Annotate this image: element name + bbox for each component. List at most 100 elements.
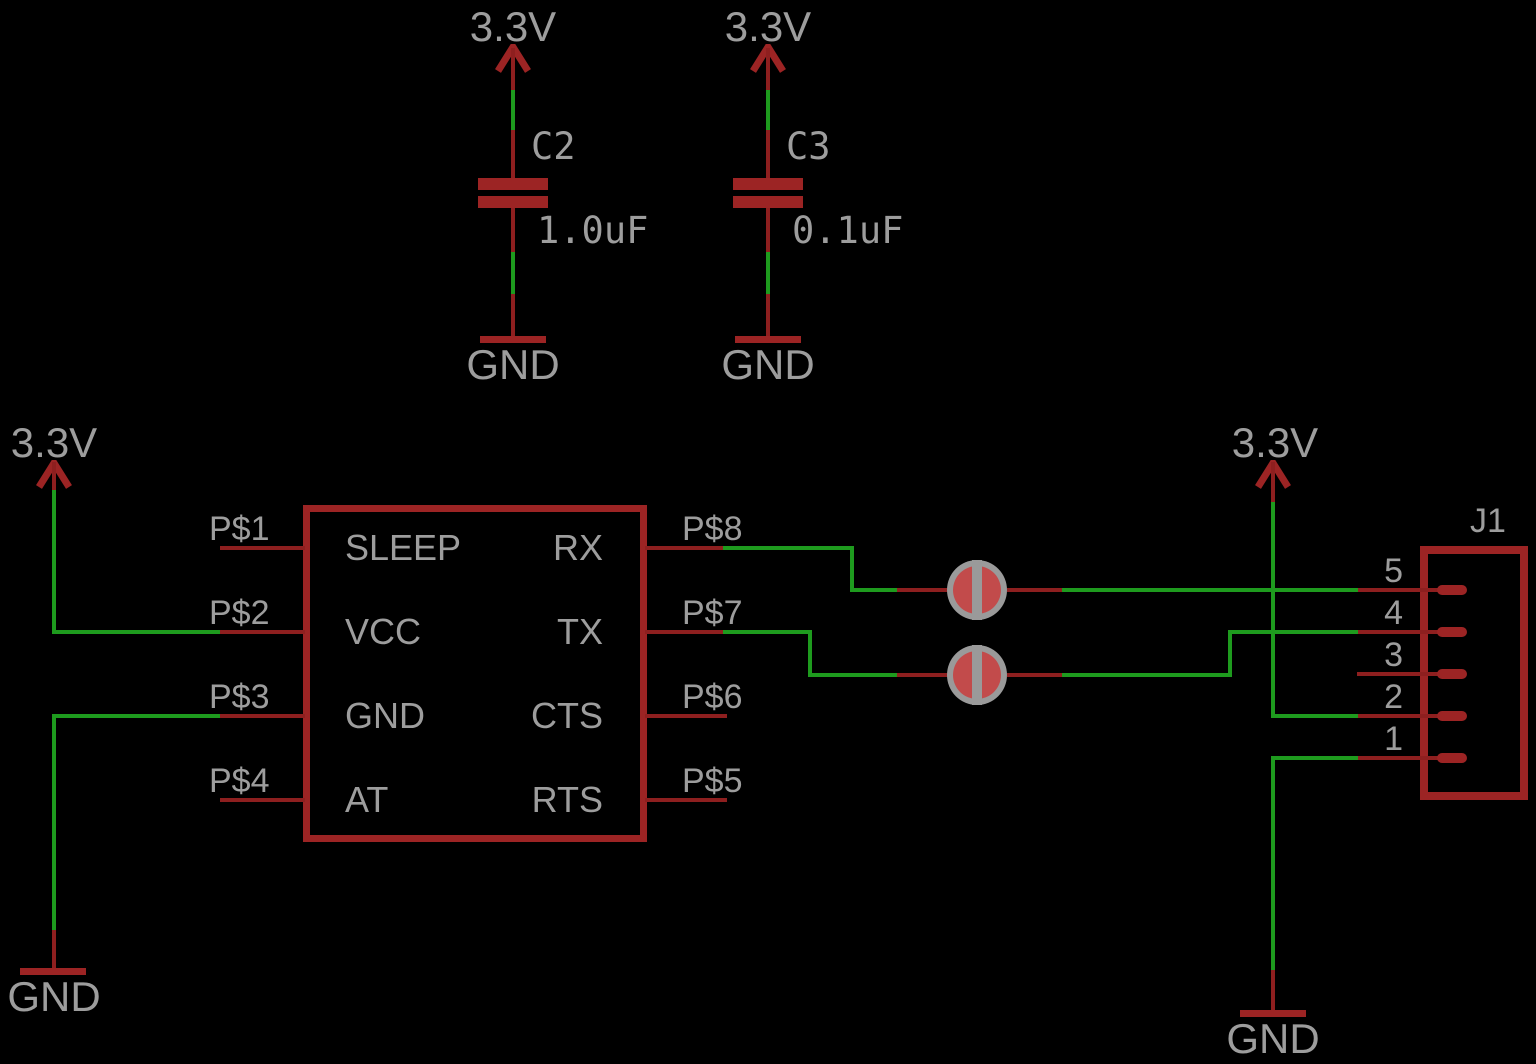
cap-refdes: C3	[786, 125, 831, 168]
net-wire-tx[interactable]	[1228, 630, 1232, 677]
net-label-gnd: GND	[1226, 1015, 1320, 1062]
gnd-pin-wire[interactable]	[511, 294, 515, 336]
net-wire-vcc[interactable]	[52, 630, 222, 634]
cap-plate[interactable]	[733, 178, 803, 190]
connector-pin-number: 1	[1384, 720, 1403, 758]
power-pin-wire[interactable]	[511, 48, 515, 90]
connector-pin-wire-3[interactable]	[1357, 672, 1448, 676]
net-wire[interactable]	[511, 252, 515, 294]
net-label-gnd: GND	[721, 341, 815, 388]
jumper-gap-bar	[972, 560, 982, 620]
jumper-pin-wire[interactable]	[897, 588, 948, 592]
net-label-gnd: GND	[7, 973, 101, 1020]
net-wire-tx[interactable]	[808, 630, 812, 677]
net-label-3v3: 3.3V	[1231, 419, 1319, 466]
cap-plate[interactable]	[733, 196, 803, 208]
connector-pin-number: 3	[1384, 636, 1403, 674]
connector-pin-number: 2	[1384, 678, 1403, 716]
net-wire-gnd[interactable]	[1271, 756, 1275, 970]
cap-plate[interactable]	[478, 196, 548, 208]
net-wire[interactable]	[766, 90, 770, 130]
net-label-3v3: 3.3V	[469, 3, 557, 50]
connector-pin-number: 5	[1384, 552, 1403, 590]
power-pin-wire[interactable]	[1271, 462, 1275, 502]
cap-pin-wire[interactable]	[766, 208, 770, 252]
connector-pin-wire-2[interactable]	[1358, 714, 1448, 718]
cap-refdes: C2	[531, 125, 576, 168]
net-wire-rx[interactable]	[850, 546, 854, 592]
net-wire-tx[interactable]	[723, 630, 812, 634]
solder-jumper-icon[interactable]	[947, 645, 1007, 705]
net-wire-tx[interactable]	[1062, 673, 1232, 677]
gnd-pin-wire[interactable]	[52, 930, 56, 968]
connector-pad-4[interactable]	[1437, 627, 1467, 637]
pin-stub-p6[interactable]	[645, 714, 727, 718]
pin-stub-p2[interactable]	[220, 630, 305, 634]
pin-label: SLEEP	[345, 527, 462, 568]
pin-name: P$7	[682, 594, 743, 632]
net-wire-gnd[interactable]	[52, 714, 222, 718]
cap-plate[interactable]	[478, 178, 548, 190]
pin-name: P$6	[682, 678, 743, 716]
gnd-bar[interactable]	[735, 336, 801, 343]
connector-pad-3[interactable]	[1437, 669, 1467, 679]
net-label-3v3: 3.3V	[724, 3, 812, 50]
connector-pad-5[interactable]	[1437, 585, 1467, 595]
net-wire-rx[interactable]	[723, 546, 854, 550]
net-wire-vcc[interactable]	[52, 490, 56, 634]
pin-label: CTS	[531, 695, 603, 736]
gnd-bar[interactable]	[480, 336, 546, 343]
pin-stub-p5[interactable]	[645, 798, 727, 802]
power-pin-wire[interactable]	[52, 462, 56, 490]
jumper-pin-wire[interactable]	[1007, 673, 1062, 677]
gnd-pin-wire[interactable]	[766, 294, 770, 336]
pin-label: VCC	[345, 611, 422, 652]
power-up-arrow-icon	[495, 44, 531, 73]
pin-label: AT	[345, 779, 389, 820]
net-wire-rx[interactable]	[1062, 588, 1358, 592]
ic-body[interactable]	[303, 505, 647, 842]
net-wire-gnd[interactable]	[52, 714, 56, 930]
jumper-pin-wire[interactable]	[897, 673, 948, 677]
gnd-bar[interactable]	[1240, 1010, 1306, 1017]
connector-pin-wire-1[interactable]	[1358, 756, 1448, 760]
net-wire-rx[interactable]	[850, 588, 897, 592]
net-wire[interactable]	[511, 90, 515, 130]
solder-jumper-icon[interactable]	[947, 560, 1007, 620]
power-up-arrow-icon	[750, 44, 786, 73]
connector-pad-2[interactable]	[1437, 711, 1467, 721]
pin-name: P$8	[682, 510, 743, 548]
pin-stub-p3[interactable]	[220, 714, 305, 718]
cap-pin-wire[interactable]	[511, 208, 515, 252]
pin-name: P$1	[209, 510, 270, 548]
gnd-pin-wire[interactable]	[1271, 970, 1275, 1010]
net-label-gnd: GND	[466, 341, 560, 388]
cap-value: 0.1uF	[792, 209, 904, 252]
cap-value: 1.0uF	[537, 209, 649, 252]
net-wire[interactable]	[766, 252, 770, 294]
net-wire-tx[interactable]	[1228, 630, 1358, 634]
pin-stub-p8[interactable]	[645, 546, 723, 550]
power-pin-wire[interactable]	[766, 48, 770, 90]
connector-pin-wire-4[interactable]	[1358, 630, 1448, 634]
pin-stub-p7[interactable]	[645, 630, 723, 634]
pin-stub-p1[interactable]	[220, 546, 305, 550]
connector-pin-wire-5[interactable]	[1358, 588, 1448, 592]
connector-pin-number: 4	[1384, 594, 1403, 632]
pin-label: GND	[345, 695, 425, 736]
connector-pad-1[interactable]	[1437, 753, 1467, 763]
cap-pin-wire[interactable]	[511, 130, 515, 178]
jumper-pin-wire[interactable]	[1007, 588, 1062, 592]
pin-name: P$3	[209, 678, 270, 716]
cap-pin-wire[interactable]	[766, 130, 770, 178]
pin-stub-p4[interactable]	[220, 798, 305, 802]
net-wire-vcc[interactable]	[1271, 714, 1358, 718]
net-label-3v3: 3.3V	[10, 419, 98, 466]
pin-label: RX	[552, 527, 603, 568]
gnd-bar[interactable]	[20, 968, 86, 975]
net-wire-gnd[interactable]	[1271, 756, 1358, 760]
net-wire-vcc[interactable]	[1271, 502, 1275, 718]
connector-refdes: J1	[1470, 502, 1506, 540]
net-wire-tx[interactable]	[808, 673, 897, 677]
